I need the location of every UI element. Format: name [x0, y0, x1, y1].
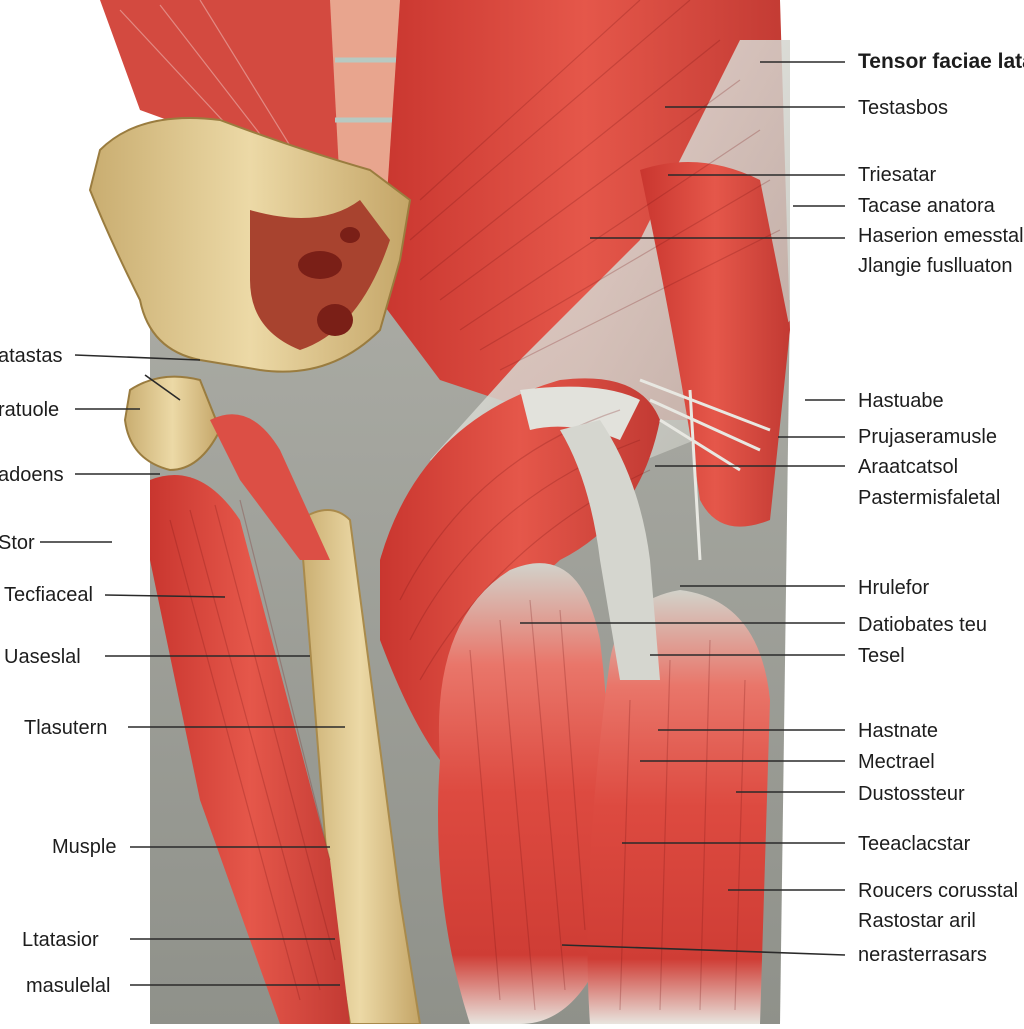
label-right: Hastuabe: [858, 390, 944, 412]
upper-fibers: [409, 0, 781, 371]
label-right: Pastermisfaletal: [858, 487, 1000, 509]
left-leader-lines: [40, 354, 345, 986]
right-leader-lines: [520, 61, 846, 956]
label-right: Roucers corusstal: [858, 880, 1018, 902]
label-right: nerasterrasars: [858, 944, 987, 966]
pelvis-bone: [88, 117, 412, 472]
adductor-muscles: [150, 414, 350, 1024]
tendon-fibers: [639, 378, 771, 561]
label-right: Mectrael: [858, 751, 935, 773]
label-right: Rastostar aril: [858, 910, 976, 932]
label-left: ratuole: [0, 399, 59, 421]
label-right: Datiobates teu: [858, 614, 987, 636]
left-labels: atastas ratuole adoens Stor Tecfiaceal U…: [0, 345, 116, 997]
label-right: Teeaclacstar: [858, 833, 971, 855]
label-left: Tecfiaceal: [4, 584, 93, 606]
label-right: Araatcatsol: [858, 456, 958, 478]
label-left: Ltatasior: [22, 929, 99, 951]
label-right: Hrulefor: [858, 577, 929, 599]
label-left: Stor: [0, 532, 35, 554]
label-right: Hastnate: [858, 720, 938, 742]
label-right: Prujaseramusle: [858, 426, 997, 448]
label-left: Tlasutern: [24, 717, 107, 739]
label-right: Tesel: [858, 645, 905, 667]
vastus-medialis: [438, 563, 610, 1024]
label-right: Jlangie fuslluaton: [858, 255, 1013, 277]
vastus-lateralis: [587, 162, 790, 1024]
iliotibial-band: [560, 420, 660, 680]
label-left: adoens: [0, 464, 64, 486]
label-right: Haserion emesstal: [858, 225, 1024, 247]
label-left: Musple: [52, 836, 116, 858]
label-right: Tacase anatora: [858, 195, 996, 217]
label-right: Testasbos: [858, 97, 948, 119]
label-right: Dustosstеur: [858, 783, 965, 805]
label-left: atastas: [0, 345, 62, 367]
label-right: Triesatar: [858, 164, 937, 186]
figure-title: Tensor faciae lata: [858, 50, 1024, 73]
right-labels: Testasbos Triesatar Tacase anatora Haser…: [858, 97, 1024, 966]
label-left: masulelal: [26, 975, 110, 997]
label-left: Uaseslal: [4, 646, 81, 668]
